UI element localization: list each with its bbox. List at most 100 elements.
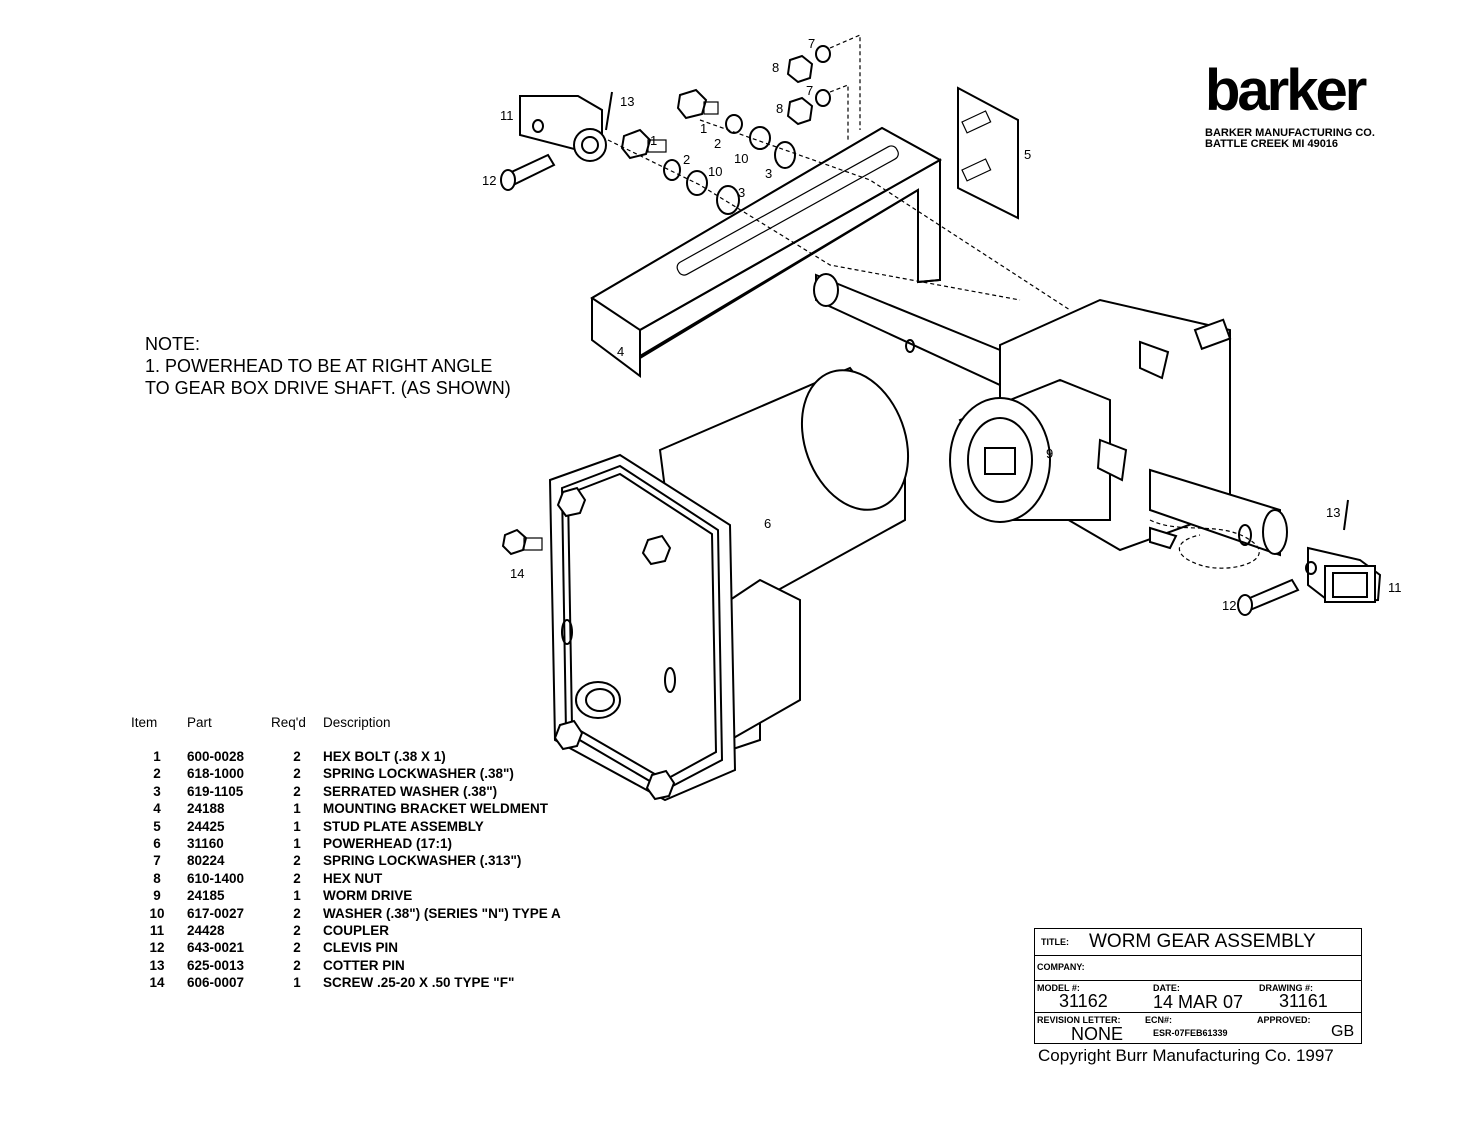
worm-drive — [949, 298, 1288, 569]
model-number: 31162 — [1059, 991, 1108, 1011]
note-heading: NOTE: — [145, 334, 201, 354]
col-item: Item — [131, 715, 158, 730]
part-description: CLEVIS PIN — [323, 940, 399, 956]
col-description: Description — [323, 715, 391, 730]
part-number: 24428 — [187, 923, 225, 939]
part-qty: 2 — [293, 870, 301, 886]
part-description: HEX NUT — [323, 870, 383, 886]
part-item: 8 — [153, 870, 161, 886]
part-qty: 2 — [293, 940, 301, 956]
callout-13: 13 — [620, 94, 634, 109]
part-item: 2 — [153, 766, 161, 782]
part-qty: 1 — [293, 818, 301, 834]
part-description: WASHER (.38") (SERIES "N") TYPE A — [323, 905, 561, 921]
callout-14: 14 — [510, 566, 524, 581]
callout-11: 11 — [1388, 580, 1402, 595]
part-description: POWERHEAD (17:1) — [323, 836, 453, 852]
part-item: 11 — [149, 923, 165, 939]
part-item: 7 — [153, 853, 161, 869]
drawing-date: 14 MAR 07 — [1153, 992, 1244, 1012]
col-reqd: Req'd — [271, 715, 306, 730]
part-qty: 1 — [293, 801, 301, 817]
ecn-label: ECN#: — [1145, 1015, 1173, 1025]
callout-6: 6 — [764, 516, 771, 531]
approved-label: APPROVED: — [1257, 1015, 1311, 1025]
callout-5: 5 — [1024, 147, 1031, 162]
logo-wordmark: barker — [1205, 58, 1367, 123]
part-number: 24188 — [187, 801, 225, 817]
part-qty: 2 — [293, 749, 301, 764]
powerhead — [548, 366, 910, 802]
callout-7: 7 — [808, 36, 815, 51]
callout-3: 3 — [738, 185, 745, 200]
title-row: TITLE: WORM GEAR ASSEMBLY — [1035, 929, 1361, 956]
part-item: 13 — [149, 957, 165, 973]
callout-10: 10 — [734, 151, 748, 166]
callout-7: 7 — [806, 83, 813, 98]
part-qty: 2 — [293, 905, 301, 921]
model-label: MODEL #: — [1037, 983, 1080, 993]
note-line-2: TO GEAR BOX DRIVE SHAFT. (AS SHOWN) — [145, 378, 511, 398]
part-description: SCREW .25-20 X .50 TYPE "F" — [323, 975, 515, 991]
revision-letter: NONE — [1071, 1024, 1124, 1044]
callout-1: 1 — [650, 133, 657, 148]
company-location: BATTLE CREEK MI 49016 — [1205, 138, 1339, 150]
callout-11: 11 — [500, 108, 514, 123]
part-number: 610-1400 — [187, 870, 245, 886]
callout-10: 10 — [708, 164, 722, 179]
part-qty: 1 — [293, 975, 301, 991]
company-label: COMPANY: — [1037, 962, 1085, 972]
callout-8: 8 — [776, 101, 783, 116]
drawing-title: WORM GEAR ASSEMBLY — [1089, 931, 1316, 952]
part-description: SPRING LOCKWASHER (.313") — [323, 853, 522, 869]
part-description: SERRATED WASHER (.38") — [323, 783, 498, 799]
part-number: 31160 — [187, 836, 224, 852]
callout-12: 12 — [1222, 598, 1236, 613]
part-description: WORM DRIVE — [323, 888, 413, 904]
part-description: COUPLER — [323, 923, 390, 939]
revision-row: REVISION LETTER: NONE ECN#: ESR-07FEB613… — [1035, 1013, 1361, 1044]
callout-12: 12 — [482, 173, 496, 188]
callout-3: 3 — [765, 166, 772, 181]
part-item: 1 — [153, 749, 161, 764]
revision-label: REVISION LETTER: — [1037, 1015, 1121, 1025]
callout-8: 8 — [772, 60, 779, 75]
callout-2: 2 — [714, 136, 721, 151]
part-item: 4 — [153, 801, 161, 817]
drawing-number-label: DRAWING #: — [1259, 983, 1313, 993]
callout-2: 2 — [683, 152, 690, 167]
company-row: COMPANY: — [1035, 956, 1361, 981]
mounting-bracket — [590, 126, 943, 378]
part-description: SPRING LOCKWASHER (.38") — [323, 766, 514, 782]
date-label: DATE: — [1153, 983, 1180, 993]
part-qty: 2 — [293, 957, 301, 973]
callout-1: 1 — [700, 121, 707, 136]
parts-header-row: Item Part Req'd Description — [127, 715, 561, 748]
hardware — [500, 34, 1382, 616]
part-number: 24425 — [187, 818, 225, 834]
parts-row: 4 24188 1 MOUNTING BRACKET WELDMENT — [127, 800, 561, 817]
part-qty: 1 — [293, 836, 301, 852]
note-line-1: 1. POWERHEAD TO BE AT RIGHT ANGLE — [145, 356, 493, 376]
approved-by: GB — [1331, 1023, 1355, 1040]
drawing-number: 31161 — [1279, 991, 1328, 1011]
part-description: MOUNTING BRACKET WELDMENT — [323, 801, 548, 817]
title-label: TITLE: — [1041, 937, 1069, 947]
assembly-note: NOTE: 1. POWERHEAD TO BE AT RIGHT ANGLE … — [145, 333, 511, 399]
part-description: HEX BOLT (.38 X 1) — [323, 749, 446, 764]
part-item: 3 — [153, 783, 161, 799]
company-name: BARKER MANUFACTURING CO. — [1205, 127, 1375, 139]
callout-9: 9 — [1046, 446, 1053, 461]
part-qty: 2 — [293, 783, 301, 799]
barker-logo: barker BARKER MANUFACTURING CO. BATTLE C… — [1205, 62, 1375, 150]
